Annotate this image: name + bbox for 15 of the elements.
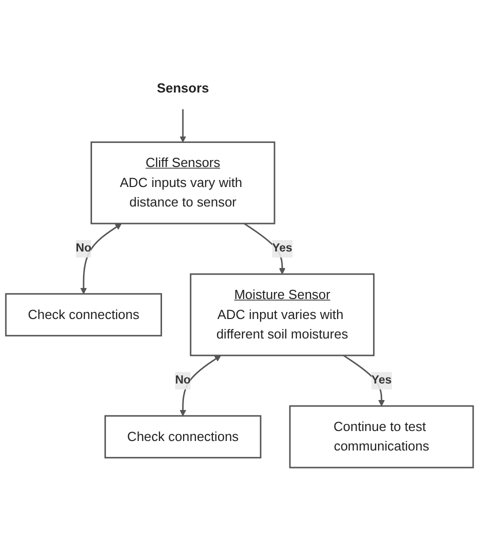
edge-label: No xyxy=(175,374,191,387)
node-box: Cliff Sensors ADC inputs vary with distance to sensor xyxy=(90,141,276,224)
node-text: Sensors xyxy=(156,80,209,96)
node-box: Continue to test communications xyxy=(289,405,474,468)
edge-label: Yes xyxy=(272,242,292,255)
arrow xyxy=(244,222,286,274)
node-box: Check connections xyxy=(104,415,262,458)
edge-label: No xyxy=(76,242,92,255)
edge-label: Yes xyxy=(371,374,392,387)
arrow xyxy=(180,355,222,416)
node-box: Moisture Sensor ADC input varies with different soil moistures xyxy=(190,273,375,356)
arrow xyxy=(80,223,122,294)
node-box: Check connections xyxy=(5,293,162,336)
arrow xyxy=(343,354,385,406)
arrow xyxy=(180,109,186,142)
